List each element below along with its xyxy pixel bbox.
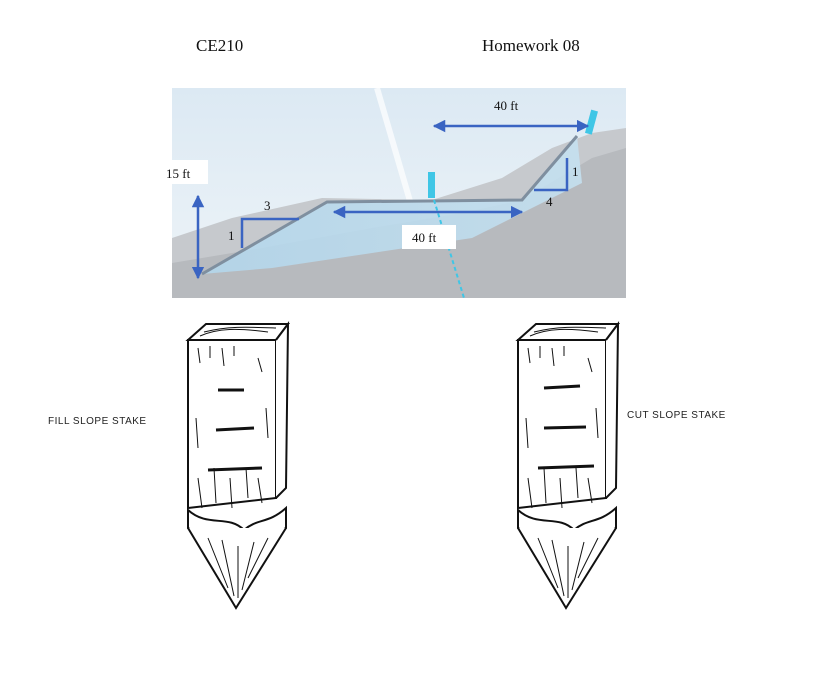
center-stake-marker [428, 172, 435, 198]
course-title: CE210 [196, 36, 244, 55]
cut-slope-horizontal: 4 [546, 194, 553, 209]
cut-stake-mark-3 [537, 464, 595, 470]
top-width-label: 40 ft [494, 98, 519, 113]
cut-slope-vertical: 1 [572, 164, 579, 179]
assignment-title: Homework 08 [482, 36, 580, 55]
cut-stake-mark-1 [543, 384, 581, 390]
height-label: 15 ft [166, 166, 191, 181]
cut-slope-stake-label: CUT SLOPE STAKE [627, 410, 726, 421]
fill-slope-vertical: 1 [228, 228, 235, 243]
fill-stake-mark-3 [207, 466, 263, 472]
cut-slope-triangle [534, 158, 569, 192]
fill-slope-stake-label: FILL SLOPE STAKE [48, 416, 147, 427]
fill-slope-horizontal: 3 [264, 198, 271, 213]
road-cross-section-diagram: 40 ft 40 ft 3 1 4 1 [172, 88, 626, 298]
roadway-profile [201, 135, 579, 276]
bottom-width-label-bg [402, 225, 456, 249]
fill-stake-mark-2 [215, 426, 255, 432]
height-label-bg [172, 160, 208, 184]
cut-slope-stake-drawing [515, 320, 620, 610]
fill-slope-triangle [240, 217, 299, 248]
fill-slope-stake-drawing [185, 320, 290, 610]
sky-streak [374, 88, 415, 209]
cut-stake-mark-2 [543, 425, 587, 430]
bottom-width-label: 40 ft [412, 230, 437, 245]
fill-slope-region [202, 136, 582, 274]
